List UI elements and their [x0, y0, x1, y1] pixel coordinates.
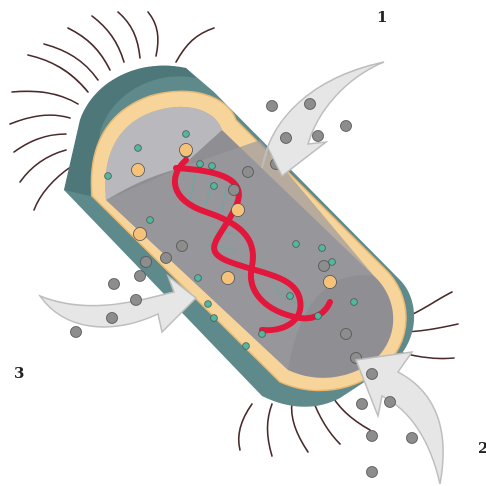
ribosome-gray	[177, 241, 188, 252]
ribosome-teal	[243, 343, 250, 350]
ribosome-gray	[229, 185, 240, 196]
ribosome-gray	[319, 261, 330, 272]
vesicle-orange	[134, 228, 147, 241]
external-particle	[267, 101, 278, 112]
vesicle-orange	[132, 164, 145, 177]
ribosome-teal	[293, 241, 300, 248]
vesicle-orange	[180, 144, 193, 157]
ribosome-teal	[329, 259, 336, 266]
ribosome-teal	[135, 145, 142, 152]
ribosome-teal	[147, 217, 154, 224]
ribosome-teal	[205, 301, 212, 308]
ribosome-teal	[315, 313, 322, 320]
ribosome-gray	[161, 253, 172, 264]
external-particle	[367, 467, 378, 478]
ribosome-teal	[195, 275, 202, 282]
ribosome-gray	[243, 167, 254, 178]
external-particle	[305, 99, 316, 110]
ribosome-teal	[197, 161, 204, 168]
external-particle	[407, 433, 418, 444]
ribosome-teal	[183, 131, 190, 138]
ribosome-teal	[211, 183, 218, 190]
external-particle	[313, 131, 324, 142]
ribosome-teal	[259, 331, 266, 338]
external-particle	[341, 121, 352, 132]
vesicle-orange	[324, 276, 337, 289]
external-particle	[367, 431, 378, 442]
inflow-arrow-1	[262, 62, 384, 176]
external-particle	[109, 279, 120, 290]
vesicle-orange	[222, 272, 235, 285]
external-particle	[385, 397, 396, 408]
ribosome-gray	[341, 329, 352, 340]
ribosome-teal	[319, 245, 326, 252]
ribosome-gray	[135, 271, 146, 282]
vesicle-orange	[232, 204, 245, 217]
label-2: 2	[478, 441, 486, 456]
external-particle	[131, 295, 142, 306]
external-particle	[71, 327, 82, 338]
ribosome-gray	[141, 257, 152, 268]
label-3: 3	[14, 366, 24, 381]
ribosome-teal	[351, 299, 358, 306]
ribosome-teal	[209, 163, 216, 170]
external-particle	[281, 133, 292, 144]
ribosome-teal	[287, 293, 294, 300]
external-particle	[107, 313, 118, 324]
ribosome-teal	[105, 173, 112, 180]
label-1: 1	[377, 10, 387, 25]
external-particle	[357, 399, 368, 410]
ribosome-teal	[211, 315, 218, 322]
external-particle	[367, 369, 378, 380]
